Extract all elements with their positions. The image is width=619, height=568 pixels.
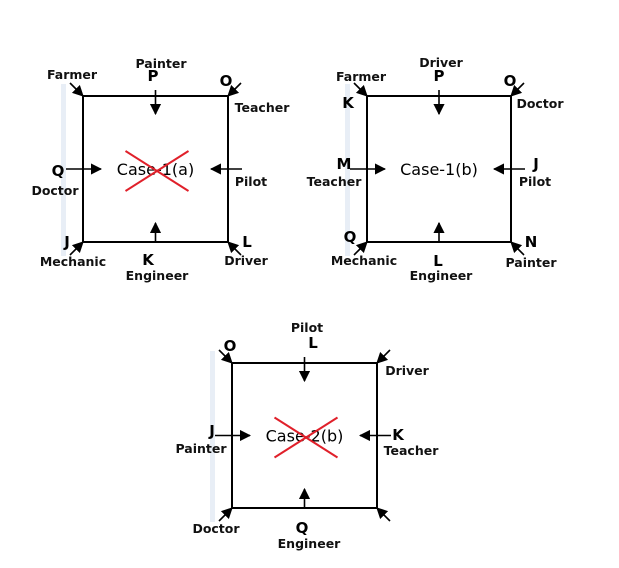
middle-role-top: Pilot: [291, 320, 323, 335]
corner-letter-tr: O: [220, 72, 233, 90]
shade-strip: [61, 84, 66, 256]
corner-arrow-bl: [353, 241, 368, 256]
case-label: Case-1(b): [400, 160, 478, 179]
corner-role-tr: Teacher: [235, 100, 291, 115]
seating-diagram-3: Case-2(b)ODriverDoctorPilotLPainterJTeac…: [175, 320, 439, 551]
middle-letter-top: P: [148, 67, 159, 85]
middle-letter-bottom: L: [433, 252, 443, 270]
corner-role-br: Driver: [224, 253, 268, 268]
middle-letter-bottom: K: [142, 251, 155, 269]
corner-letter-bl: J: [63, 233, 70, 251]
middle-letter-right: K: [392, 426, 405, 444]
corner-letter-tr: O: [504, 72, 517, 90]
middle-letter-right: J: [532, 155, 539, 173]
shade-strip: [210, 351, 215, 522]
corner-arrow-tl: [218, 349, 233, 364]
corner-role-tr: Driver: [385, 363, 429, 378]
middle-letter-bottom: Q: [296, 519, 309, 537]
corner-letter-br: N: [525, 233, 538, 251]
middle-role-bottom: Engineer: [278, 536, 342, 551]
middle-letter-top: L: [308, 334, 318, 352]
middle-role-right: Pilot: [519, 174, 551, 189]
cross-mark-stroke-b: [124, 150, 190, 192]
corner-role-tl: Farmer: [47, 67, 98, 82]
corner-arrow-tr: [376, 349, 391, 364]
corner-arrow-bl: [218, 507, 233, 522]
middle-role-left: Painter: [175, 441, 227, 456]
seating-diagram-1: Case-1(a)FarmerTeacherOMechanicJDriverLP…: [31, 56, 290, 283]
middle-letter-left: M: [337, 155, 352, 173]
middle-role-top: Driver: [419, 55, 463, 70]
corner-arrow-br: [510, 241, 525, 256]
middle-role-bottom: Engineer: [126, 268, 190, 283]
middle-role-right: Pilot: [235, 174, 267, 189]
corner-arrow-tl: [69, 82, 84, 97]
corner-role-br: Painter: [505, 255, 557, 270]
corner-arrow-bl: [69, 241, 84, 256]
corner-role-bl: Doctor: [192, 521, 240, 536]
corner-arrow-tr: [510, 82, 525, 97]
middle-role-right: Teacher: [384, 443, 440, 458]
middle-role-left: Teacher: [307, 174, 363, 189]
corner-arrow-br: [376, 507, 391, 522]
corner-role-tr: Doctor: [516, 96, 564, 111]
middle-role-left: Doctor: [31, 183, 79, 198]
corner-arrow-tl: [353, 82, 368, 97]
corner-role-tl: Farmer: [336, 69, 387, 84]
corner-role-bl: Mechanic: [331, 253, 397, 268]
middle-letter-left: Q: [52, 162, 65, 180]
middle-role-bottom: Engineer: [410, 268, 474, 283]
cross-mark-stroke-b: [273, 416, 339, 459]
corner-letter-tl: O: [224, 337, 237, 355]
corner-arrow-tr: [227, 82, 242, 97]
corner-letter-bl: Q: [344, 228, 357, 246]
corner-arrow-br: [227, 241, 242, 256]
corner-letter-tl: K: [342, 94, 355, 112]
corner-role-bl: Mechanic: [40, 254, 106, 269]
shade-strip: [345, 84, 350, 256]
middle-letter-left: J: [208, 422, 215, 440]
middle-letter-top: P: [434, 67, 445, 85]
middle-role-top: Painter: [135, 56, 187, 71]
corner-letter-br: L: [242, 233, 252, 251]
